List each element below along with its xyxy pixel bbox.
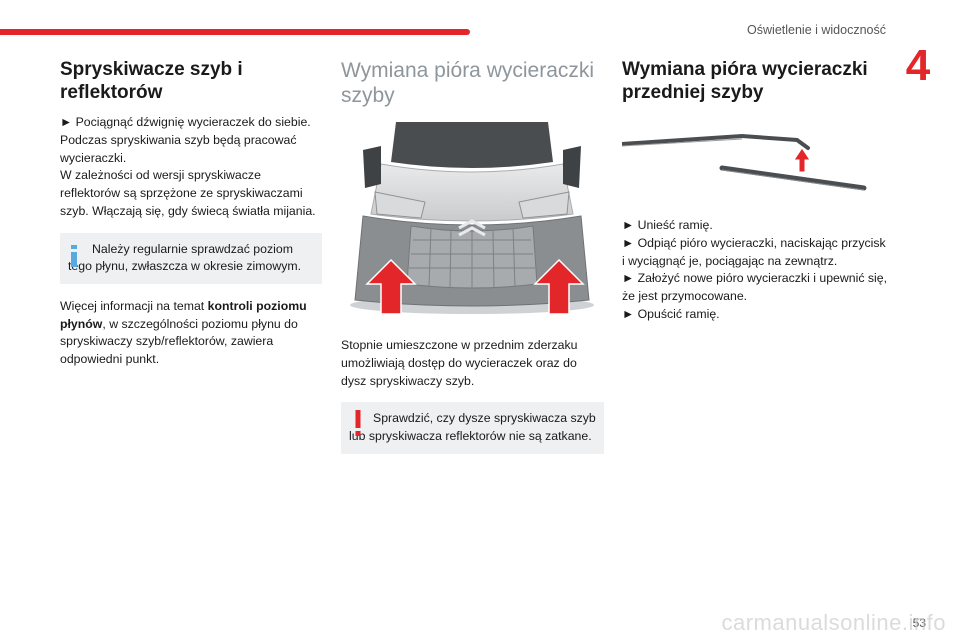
chapter-number: 4 [905, 41, 931, 90]
more-info-paragraph: Więcej informacji na temat kontroli pozi… [60, 298, 322, 369]
washers-line-1: ► Pociągnąć dźwignię wycieraczek do sieb… [60, 115, 311, 130]
section-title: Oświetlenie i widoczność [747, 23, 886, 37]
more-info-link-text: kontroli poziomu płynów [60, 298, 307, 331]
wiper-illustration [620, 132, 890, 199]
van-front-illustration [341, 122, 604, 323]
step-4: ► Opuścić ramię. [622, 306, 720, 321]
watermark: carmanualsonline.info [721, 610, 946, 635]
info-note-text: Należy regularnie sprawdzać poziom tego … [68, 241, 302, 274]
van-front-image [350, 122, 594, 316]
page-number: 53 [912, 616, 926, 630]
washers-line-2: Podczas spryskiwania szyb będą pracować … [60, 133, 297, 165]
warning-note-text: Sprawdzić, czy dysze spryskiwacza szyb l… [349, 411, 596, 444]
more-info-suffix: , w szczególności poziomu płynu do sprys… [60, 316, 298, 367]
wiper-arm-image [620, 134, 867, 191]
steps-caption: Stopnie umieszczone w przednim zderzaku … [341, 338, 578, 388]
heading-front-wiper: Wymiana pióra wycieraczki przedniej szyb… [622, 59, 868, 104]
step-2: ► Odpiąć pióro wycieraczki, naciskając p… [622, 236, 886, 268]
more-info-prefix: Więcej informacji na temat [60, 298, 208, 313]
column-washers: Spryskiwacze szyb i reflektorów ► Pociąg… [60, 58, 322, 381]
step-1: ► Unieść ramię. [622, 218, 713, 233]
column-front-wiper: Wymiana pióra wycieraczki przedniej szyb… [620, 58, 890, 336]
warning-icon [355, 410, 361, 437]
info-note: Należy regularnie sprawdzać poziom tego … [60, 232, 322, 284]
washers-line-3: W zależności od wersji spryskiwacze refl… [60, 168, 316, 218]
washers-paragraph: ► Pociągnąć dźwignię wycieraczek do sieb… [60, 114, 322, 220]
chapter-color-bar [0, 29, 470, 35]
heading-wiper-blade: Wymiana pióra wycieraczki szyby [341, 59, 595, 108]
column-wiper-blade: Wymiana pióra wycieraczki szyby [341, 58, 604, 468]
wiper-steps: ► Unieść ramię. ► Odpiąć pióro wycieracz… [622, 217, 890, 323]
step-3: ► Założyć nowe pióro wycieraczki i upewn… [622, 271, 888, 304]
warning-note: Sprawdzić, czy dysze spryskiwacza szyb l… [341, 402, 604, 454]
info-icon [71, 244, 77, 267]
heading-washers: Spryskiwacze szyb i reflektorów [60, 59, 243, 104]
